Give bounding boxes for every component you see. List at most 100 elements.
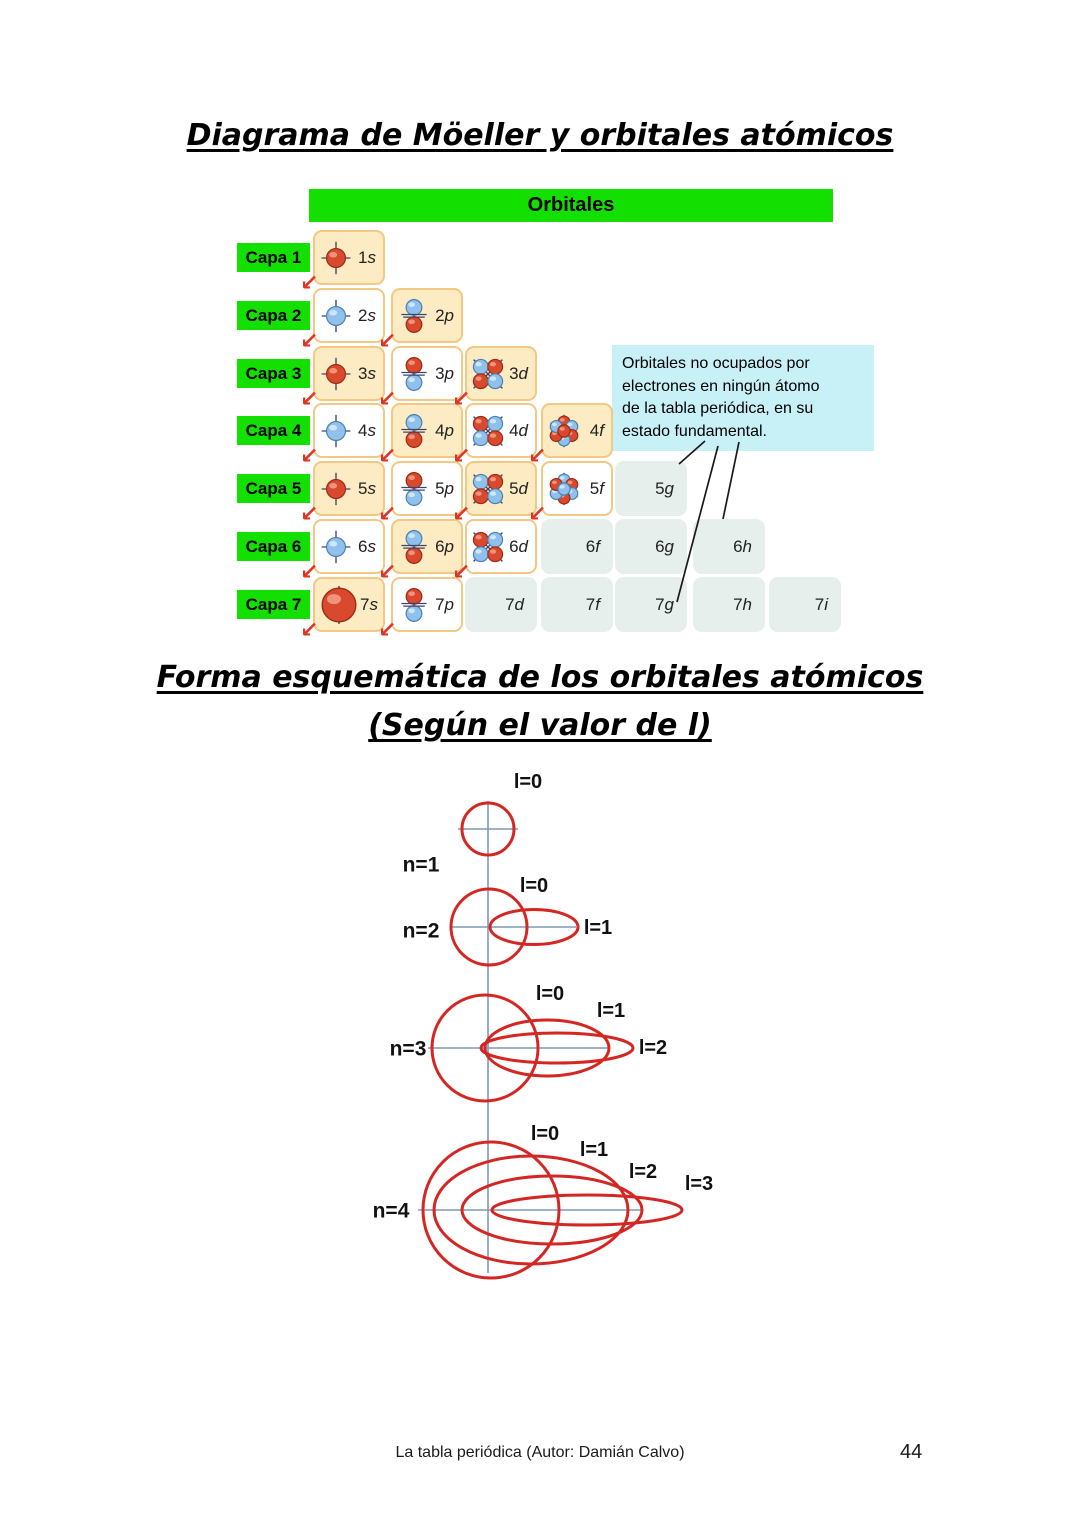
orbital-cell: 4p <box>391 403 463 458</box>
3d-orbital-icon <box>470 356 506 392</box>
empty-orbital-cell: 6f <box>541 519 613 574</box>
capa-label: Capa 1 <box>237 243 310 272</box>
fill-order-arrow-icon: ↙ <box>378 387 397 412</box>
l-value-label: l=1 <box>597 1000 625 1022</box>
l-value-label: l=2 <box>629 1161 657 1183</box>
orbital-cell: 4f <box>541 403 613 458</box>
fill-order-arrow-icon: ↙ <box>452 444 471 469</box>
orbital-lobe-ellipse <box>479 1031 635 1065</box>
cell-label: 2p <box>435 305 454 325</box>
cell-label: 5f <box>589 478 604 498</box>
3p-orbital-icon <box>396 356 432 392</box>
cell-label: 7i <box>814 594 828 614</box>
empty-orbital-cell: 7g <box>615 577 687 632</box>
orbital-lobe-ellipse <box>490 1193 684 1227</box>
cell-label: 5p <box>435 478 454 498</box>
orbital-cell: 4d <box>465 403 537 458</box>
cell-label: 7f <box>585 594 600 614</box>
fill-order-arrow-icon: ↙ <box>300 618 319 643</box>
cell-label: 6g <box>655 536 674 556</box>
capa-label: Capa 6 <box>237 532 310 561</box>
page-number: 44 <box>900 1441 923 1463</box>
cell-label: 7d <box>505 594 524 614</box>
cell-label: 5d <box>509 478 528 498</box>
callout-text-line: electrones en ningún átomo <box>622 377 820 395</box>
orbital-cell: 6s <box>313 519 385 574</box>
capa-label: Capa 7 <box>237 590 310 619</box>
cell-label: 6s <box>358 536 376 556</box>
orbital-lobe-ellipse <box>460 1174 644 1246</box>
orbital-cell: 3p <box>391 346 463 401</box>
2s-orbital-icon <box>318 298 354 334</box>
5d-orbital-icon <box>470 471 506 507</box>
cell-label: 3p <box>435 363 454 383</box>
orbital-cell: 3s <box>313 346 385 401</box>
l-value-label: l=1 <box>584 917 612 939</box>
l-value-label: l=3 <box>685 1173 713 1195</box>
cell-label: 2s <box>358 305 376 325</box>
n-value-label: n=4 <box>373 1200 410 1223</box>
orbital-cell: 7s <box>313 577 385 632</box>
fill-order-arrow-icon: ↙ <box>300 444 319 469</box>
s-orbital-circle <box>449 887 529 967</box>
7p-orbital-icon <box>396 587 432 623</box>
7s-orbital-icon <box>318 584 360 626</box>
cell-label: 6f <box>585 536 600 556</box>
cell-label: 7s <box>360 594 378 614</box>
orbital-cell: 2p <box>391 288 463 343</box>
capa-label: Capa 2 <box>237 301 310 330</box>
footer-text: La tabla periódica (Autor: Damián Calvo) <box>395 1444 685 1461</box>
fill-order-arrow-icon: ↙ <box>378 560 397 585</box>
orbital-cell: 5f <box>541 461 613 516</box>
orbital-cell: 3d <box>465 346 537 401</box>
orbital-lobe-ellipse <box>483 1018 611 1078</box>
s-orbital-circle <box>421 1140 561 1280</box>
capa-label: Capa 5 <box>237 474 310 503</box>
fill-order-arrow-icon: ↙ <box>528 502 547 527</box>
5f-orbital-icon <box>546 471 582 507</box>
6s-orbital-icon <box>318 529 354 565</box>
section-subtitle: (Según el valor de l) <box>368 708 712 743</box>
capa-label: Capa 3 <box>237 359 310 388</box>
cell-label: 4s <box>358 420 376 440</box>
cell-label: 6p <box>435 536 454 556</box>
capa-label: Capa 4 <box>237 416 310 445</box>
orbital-shapes-figure: l=0n=1l=0l=1n=2l=0l=1l=2n=3l=0l=1l=2l=3n… <box>373 771 713 1280</box>
5p-orbital-icon <box>396 471 432 507</box>
fill-order-arrow-icon: ↙ <box>452 387 471 412</box>
s-orbital-circle <box>460 801 516 857</box>
empty-orbital-cell: 7d <box>465 577 537 632</box>
cell-label: 4d <box>509 420 528 440</box>
cell-label: 7p <box>435 594 454 614</box>
6d-orbital-icon <box>470 529 506 565</box>
fill-order-arrow-icon: ↙ <box>452 560 471 585</box>
callout-text-line: Orbitales no ocupados por <box>622 355 810 372</box>
n-value-label: n=1 <box>403 854 440 877</box>
fill-order-arrow-icon: ↙ <box>300 502 319 527</box>
cell-label: 4f <box>589 420 604 440</box>
cell-label: 5g <box>655 478 674 498</box>
empty-orbital-cell: 7f <box>541 577 613 632</box>
l-value-label: l=1 <box>580 1139 608 1161</box>
page-title: Diagrama de Möeller y orbitales atómicos <box>186 118 894 153</box>
4f-orbital-icon <box>546 413 582 449</box>
fill-order-arrow-icon: ↙ <box>378 329 397 354</box>
cell-label: 3d <box>509 363 528 383</box>
6p-orbital-icon <box>396 529 432 565</box>
orbitales-header: Orbitales <box>309 189 833 222</box>
s-orbital-circle <box>430 993 540 1103</box>
fill-order-arrow-icon: ↙ <box>378 502 397 527</box>
cell-label: 4p <box>435 420 454 440</box>
n-value-label: n=2 <box>403 920 440 943</box>
empty-orbital-cell: 6g <box>615 519 687 574</box>
cell-label: 6d <box>509 536 528 556</box>
empty-orbital-cell: 7i <box>769 577 841 632</box>
2p-orbital-icon <box>396 298 432 334</box>
orbital-cell: 1s <box>313 230 385 285</box>
fill-order-arrow-icon: ↙ <box>300 387 319 412</box>
l-value-label: l=0 <box>531 1123 559 1145</box>
3s-orbital-icon <box>318 356 354 392</box>
orbital-cell: 5p <box>391 461 463 516</box>
l-value-label: l=0 <box>520 875 548 897</box>
orbital-cell: 2s <box>313 288 385 343</box>
